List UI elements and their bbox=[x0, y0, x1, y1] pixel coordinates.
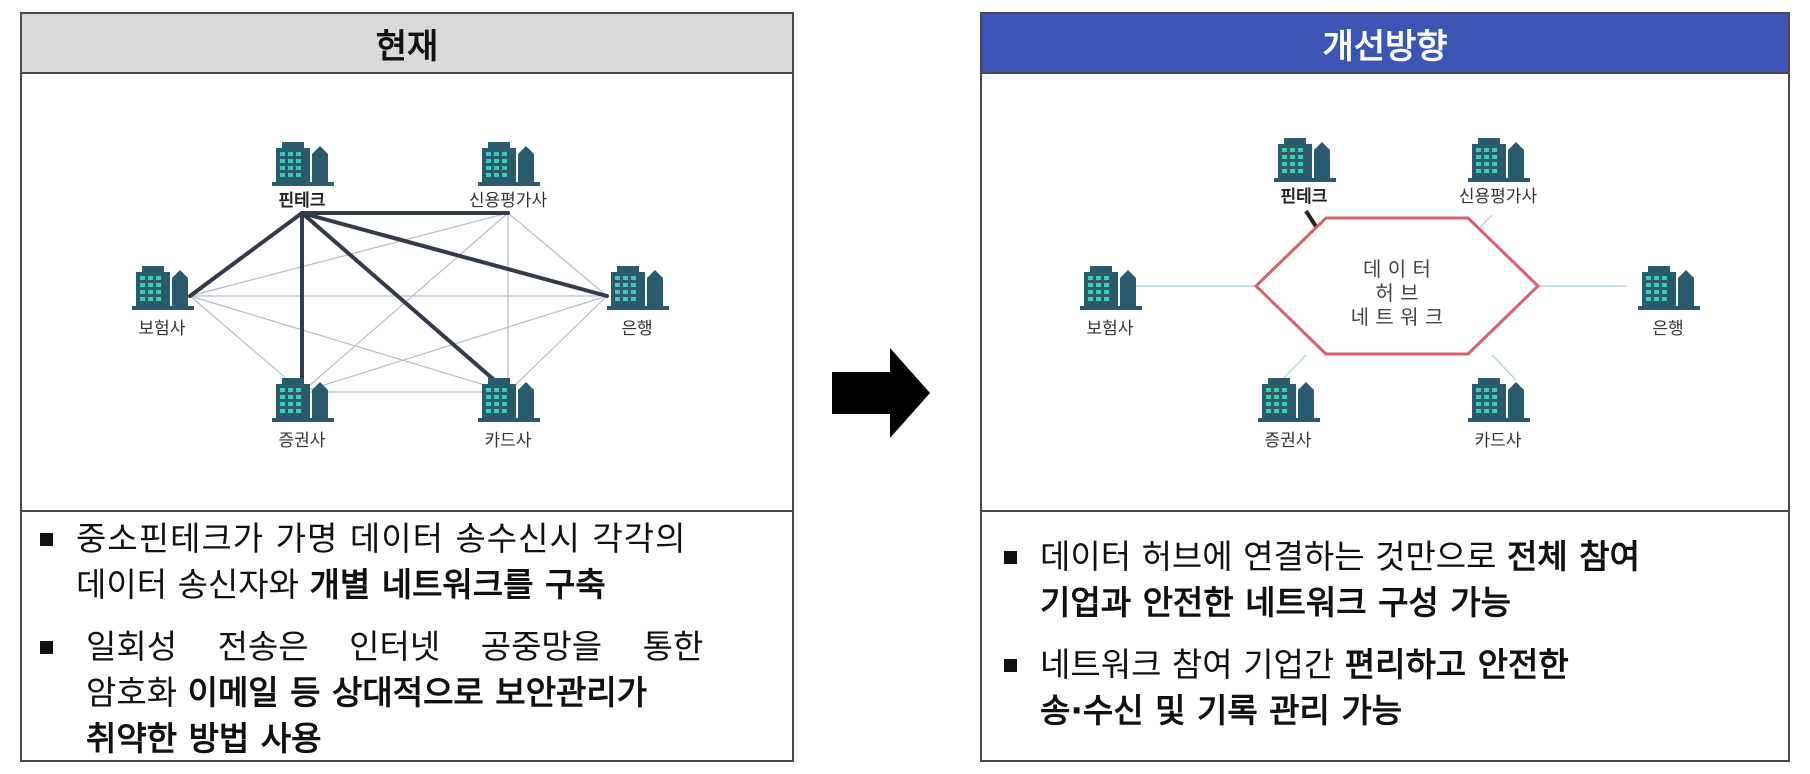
node-label-securities: 증권사 bbox=[1265, 431, 1312, 451]
node-credit-agency: 신용평가사 bbox=[469, 142, 548, 211]
node-label-card: 카드사 bbox=[485, 431, 532, 451]
improved-bullet-2-line-1: 네트워크 참여 기업간 bbox=[1040, 645, 1345, 684]
current-panel: 현재 bbox=[20, 12, 794, 762]
node-card: 카드사 bbox=[478, 378, 540, 451]
node-label-credit-agency: 신용평가사 bbox=[469, 191, 548, 211]
office-building-icon bbox=[1080, 266, 1142, 310]
node-label-credit-agency: 신용평가사 bbox=[1459, 187, 1538, 207]
node-securities: 증권사 bbox=[272, 378, 334, 451]
office-building-icon bbox=[132, 266, 194, 310]
right-arrow-icon bbox=[832, 348, 930, 438]
node-securities: 증권사 bbox=[1258, 378, 1320, 451]
improved-bullet-1-line-1: 데이터 허브에 연결하는 것만으로 bbox=[1040, 537, 1507, 576]
node-credit-agency: 신용평가사 bbox=[1459, 138, 1538, 207]
current-bullet-1-line-1: 중소핀테크가 가명 데이터 송수신시 각각의 bbox=[76, 519, 687, 558]
office-building-icon bbox=[1638, 266, 1700, 310]
office-building-icon bbox=[607, 266, 669, 310]
current-bullet-2-line-2: 암호화 bbox=[86, 673, 188, 712]
bullet-square-icon bbox=[1004, 551, 1017, 564]
node-label-bank: 은행 bbox=[621, 319, 652, 339]
current-panel-title: 현재 bbox=[22, 14, 792, 74]
hub-label-line-3: 네 트 워 크 bbox=[1351, 305, 1444, 329]
improved-description: 데이터 허브에 연결하는 것만으로 전체 참여 기업과 안전한 네트워크 구성 … bbox=[982, 510, 1788, 760]
node-insurance: 보험사 bbox=[1080, 266, 1142, 339]
node-bank: 은행 bbox=[607, 266, 669, 339]
node-label-securities: 증권사 bbox=[279, 431, 326, 451]
current-bullet-2-emphasis: 이메일 등 상대적으로 보안관리가 bbox=[187, 673, 648, 712]
improved-bullet-1-line-2: 기업과 안전한 네트워크 구성 가능 bbox=[1040, 583, 1511, 622]
current-bullet-1-emphasis: 개별 네트워크를 구축 bbox=[309, 565, 606, 604]
bullet-square-icon bbox=[40, 533, 53, 546]
office-building-icon bbox=[272, 142, 334, 186]
improved-bullet-2-emphasis: 편리하고 안전한 bbox=[1344, 645, 1569, 684]
node-label-insurance: 보험사 bbox=[1087, 319, 1134, 339]
node-bank: 은행 bbox=[1638, 266, 1700, 339]
hub-label-line-2: 허 브 bbox=[1375, 281, 1418, 305]
node-fintech: 핀테크 bbox=[272, 142, 334, 211]
office-building-icon bbox=[1468, 138, 1530, 182]
current-bullet-1-line-2: 데이터 송신자와 bbox=[76, 565, 310, 604]
hub-label-line-1: 데 이 터 bbox=[1363, 257, 1431, 281]
current-network-diagram: 핀테크 신용평가사 보험사 은행 증권사 카드사 bbox=[22, 74, 792, 510]
improved-bullet-2-line-2: 송·수신 및 기록 관리 가능 bbox=[1040, 691, 1403, 730]
bullet-square-icon bbox=[1004, 659, 1017, 672]
node-label-fintech: 핀테크 bbox=[279, 191, 326, 211]
improved-panel-title: 개선방향 bbox=[982, 14, 1788, 74]
office-building-icon bbox=[1274, 138, 1336, 182]
improved-bullet-1-emphasis: 전체 참여 bbox=[1507, 537, 1640, 576]
node-label-card: 카드사 bbox=[1475, 431, 1522, 451]
node-label-bank: 은행 bbox=[1652, 319, 1683, 339]
node-fintech: 핀테크 bbox=[1274, 138, 1336, 207]
office-building-icon bbox=[1258, 378, 1320, 422]
node-insurance: 보험사 bbox=[132, 266, 194, 339]
improved-panel: 개선방향 bbox=[980, 12, 1790, 762]
office-building-icon bbox=[478, 378, 540, 422]
data-hub-hexagon bbox=[1253, 216, 1541, 356]
current-network-svg: 핀테크 신용평가사 보험사 은행 증권사 카드사 bbox=[132, 142, 669, 451]
office-building-icon bbox=[478, 142, 540, 186]
improved-network-diagram: 데 이 터 허 브 네 트 워 크 핀테크 신용평가사 보험사 은행 bbox=[982, 74, 1788, 510]
bullet-square-icon bbox=[40, 641, 53, 654]
current-bullet-2-line-1: 일회성 전송은 인터넷 공중망을 통한 bbox=[86, 627, 704, 666]
office-building-icon bbox=[1468, 378, 1530, 422]
current-description: 중소핀테크가 가명 데이터 송수신시 각각의 데이터 송신자와 개별 네트워크를… bbox=[22, 510, 792, 760]
node-label-insurance: 보험사 bbox=[139, 319, 186, 339]
current-bullet-2-line-3: 취약한 방법 사용 bbox=[86, 719, 322, 758]
node-card: 카드사 bbox=[1468, 378, 1530, 451]
fintech-connection-lines bbox=[188, 211, 609, 394]
node-label-fintech: 핀테크 bbox=[1281, 187, 1328, 207]
improved-network-svg: 데 이 터 허 브 네 트 워 크 핀테크 신용평가사 보험사 은행 bbox=[1080, 138, 1700, 451]
